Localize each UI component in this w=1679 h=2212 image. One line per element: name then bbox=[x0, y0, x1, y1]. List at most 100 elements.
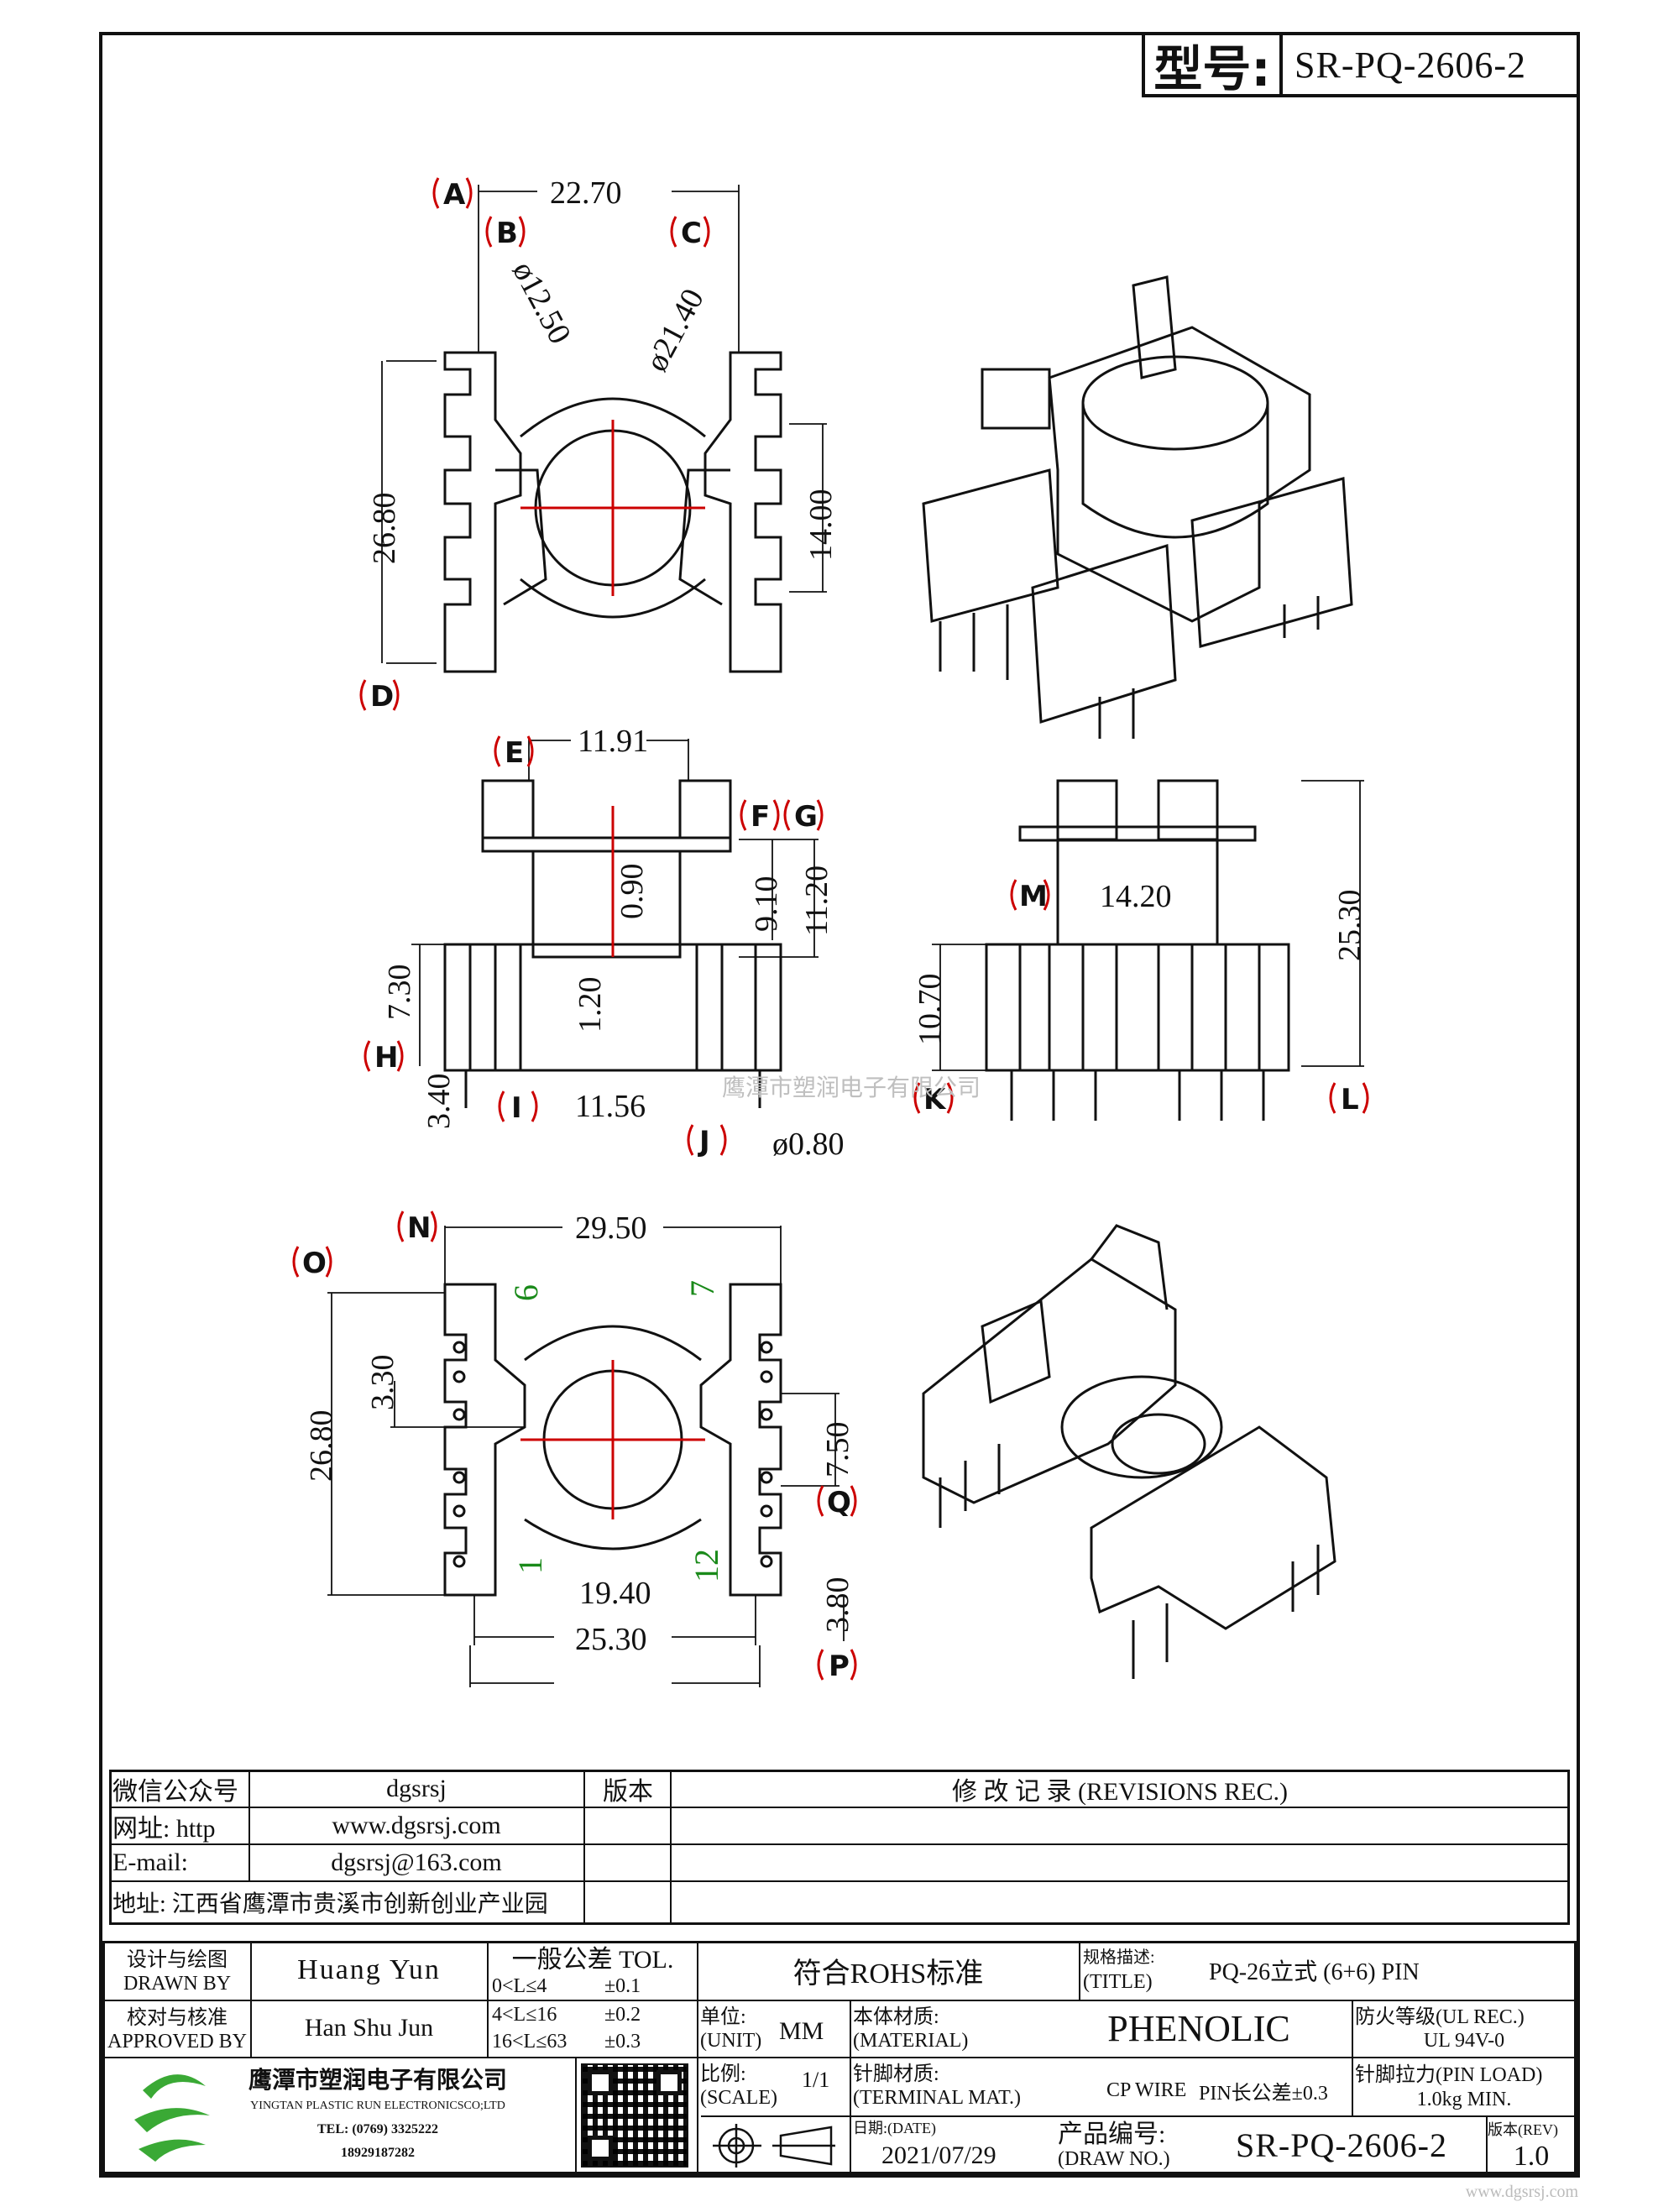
site-mark: www.dgsrsj.com bbox=[1465, 2182, 1578, 2201]
material-label: (MATERIAL) bbox=[853, 2029, 969, 2052]
dim-7-30: 7.30 bbox=[382, 965, 417, 1021]
watermark: 鹰潭市塑润电子有限公司 bbox=[722, 1074, 981, 1101]
side-view bbox=[985, 779, 1290, 1121]
svg-text:I: I bbox=[511, 1091, 522, 1125]
spec-label: (TITLE) bbox=[1083, 1970, 1153, 1993]
model-label: 型号: bbox=[1145, 35, 1283, 97]
label-q: Q bbox=[817, 1485, 857, 1519]
dim-9-10: 9.10 bbox=[749, 876, 784, 933]
approved-by-value: Han Shu Jun bbox=[304, 2014, 434, 2042]
dim-11-20: 11.20 bbox=[799, 865, 834, 936]
dim-dia-12-50: ø12.50 bbox=[505, 256, 578, 350]
drawno-value: SR-PQ-2606-2 bbox=[1235, 2126, 1448, 2164]
dim-3-40: 3.40 bbox=[421, 1074, 457, 1130]
dim-14-00: 14.00 bbox=[803, 489, 839, 562]
pin-number-7: 7 bbox=[683, 1280, 721, 1297]
centre-lines bbox=[520, 420, 705, 1519]
dim-dia-21-40: ø21.40 bbox=[639, 283, 711, 377]
label-j: J bbox=[687, 1124, 727, 1158]
dimension-lines bbox=[327, 185, 1364, 1687]
dim-19-40: 19.40 bbox=[579, 1576, 651, 1611]
unit-label-cn: 单位: bbox=[700, 2005, 746, 2028]
label-p: P bbox=[817, 1649, 857, 1683]
drawno-label-cn: 产品编号: bbox=[1058, 2120, 1166, 2148]
date-value: 2021/07/29 bbox=[881, 2141, 996, 2169]
label-o: O bbox=[292, 1246, 332, 1280]
email-value: dgsrsj@163.com bbox=[331, 1849, 502, 1876]
third-angle-projection-icon bbox=[713, 2124, 835, 2168]
model-header: 型号: SR-PQ-2606-2 bbox=[1142, 32, 1580, 97]
tol-range-2: 4<L≤16 bbox=[492, 2003, 557, 2026]
qr-code bbox=[581, 2063, 688, 2168]
spec-value: PQ-26立式 (6+6) PIN bbox=[1209, 1959, 1420, 1985]
dim-26-80-bottom: 26.80 bbox=[304, 1410, 339, 1483]
svg-text:D: D bbox=[370, 680, 394, 714]
approved-label: APPROVED BY bbox=[107, 2030, 248, 2053]
dim-22-70: 22.70 bbox=[550, 175, 622, 211]
tol-value-2: ±0.2 bbox=[604, 2003, 641, 2026]
label-d: D bbox=[359, 679, 400, 714]
svg-text:M: M bbox=[1019, 880, 1048, 913]
svg-text:E: E bbox=[505, 736, 524, 770]
material-value: PHENOLIC bbox=[1107, 2007, 1290, 2049]
drawing-frame bbox=[99, 32, 1580, 2178]
pin-number-1: 1 bbox=[511, 1557, 549, 1574]
dim-7-50: 7.50 bbox=[820, 1422, 855, 1478]
svg-text:G: G bbox=[794, 800, 818, 834]
company-logo-icon bbox=[134, 2074, 210, 2162]
dim-1-20: 1.20 bbox=[573, 977, 608, 1033]
dim-3-30: 3.30 bbox=[365, 1355, 400, 1411]
dim-26-80-top: 26.80 bbox=[367, 493, 402, 565]
pin-number-12: 12 bbox=[688, 1549, 725, 1582]
date-label: 日期:(DATE) bbox=[853, 2120, 936, 2136]
label-l: L bbox=[1329, 1082, 1369, 1116]
terminal-label-cn: 针脚材质: bbox=[853, 2063, 939, 2085]
unit-value: MM bbox=[779, 2017, 824, 2045]
dim-29-50: 29.50 bbox=[575, 1211, 647, 1246]
dim-25-30-side: 25.30 bbox=[1332, 890, 1368, 962]
contact-table bbox=[109, 1770, 1570, 1925]
address: 地址: 江西省鹰潭市贵溪市创新创业产业园 bbox=[112, 1891, 548, 1917]
rev-value: 1.0 bbox=[1513, 2141, 1550, 2172]
terminal-label: (TERMINAL MAT.) bbox=[853, 2086, 1021, 2109]
dim-11-56: 11.56 bbox=[575, 1089, 646, 1124]
label-k: K bbox=[913, 1082, 954, 1116]
label-n: N bbox=[397, 1211, 437, 1245]
wechat-value: dgsrsj bbox=[386, 1775, 447, 1802]
dim-dia-0-80: ø0.80 bbox=[772, 1127, 845, 1162]
svg-text:A: A bbox=[443, 178, 466, 212]
svg-text:Q: Q bbox=[827, 1486, 851, 1519]
dim-10-70: 10.70 bbox=[913, 974, 948, 1046]
label-e: E bbox=[494, 735, 534, 770]
dim-25-30-bottom: 25.30 bbox=[575, 1622, 647, 1657]
drawno-label: (DRAW NO.) bbox=[1058, 2147, 1170, 2170]
svg-text:C: C bbox=[681, 217, 702, 250]
fire-label: 防火等级(UL REC.) bbox=[1355, 2005, 1525, 2028]
company-name-cn: 鹰潭市塑润电子有限公司 bbox=[248, 2068, 507, 2094]
label-b: B bbox=[485, 216, 526, 250]
svg-text:F: F bbox=[751, 800, 770, 834]
material-label-cn: 本体材质: bbox=[853, 2005, 939, 2028]
tolerance-title: 一般公差 TOL. bbox=[511, 1946, 674, 1974]
web-value: www.dgsrsj.com bbox=[332, 1812, 501, 1839]
company-name-en: YINGTAN PLASTIC RUN ELECTRONICSCO;LTD bbox=[250, 2100, 505, 2112]
dim-14-20: 14.20 bbox=[1100, 879, 1172, 914]
fire-value: UL 94V-0 bbox=[1423, 2029, 1505, 2052]
tol-range-3: 16<L≤63 bbox=[492, 2030, 568, 2053]
scale-label-cn: 比例: bbox=[700, 2063, 746, 2085]
unit-label: (UNIT) bbox=[700, 2029, 762, 2052]
svg-text:B: B bbox=[496, 217, 518, 250]
svg-text:K: K bbox=[923, 1083, 947, 1116]
drawn-by-value: Huang Yun bbox=[297, 1954, 441, 1985]
front-view bbox=[443, 779, 782, 1108]
label-h: H bbox=[364, 1040, 404, 1075]
label-m: M bbox=[1010, 879, 1050, 913]
label-f: F bbox=[740, 799, 780, 834]
svg-text:P: P bbox=[829, 1650, 850, 1683]
terminal-value: CP WIRE bbox=[1106, 2079, 1187, 2101]
scale-label: (SCALE) bbox=[700, 2086, 777, 2109]
isometric-view-bottom bbox=[922, 1224, 1336, 1679]
svg-text:N: N bbox=[407, 1211, 431, 1245]
wechat-label: 微信公众号 bbox=[112, 1778, 238, 1806]
